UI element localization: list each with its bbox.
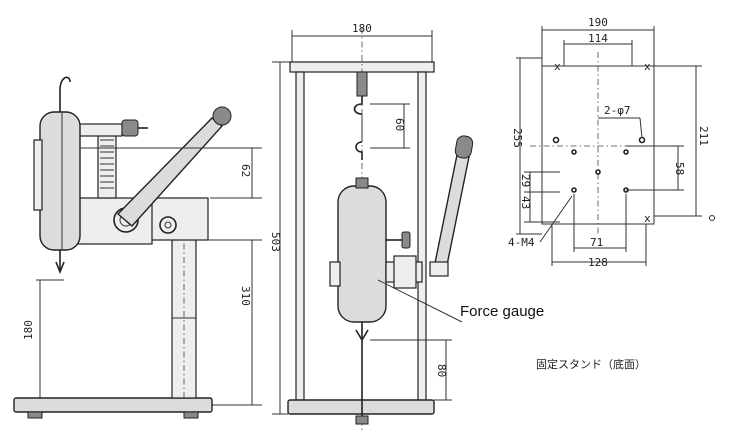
front-base-plate xyxy=(287,399,435,415)
side-base-plate xyxy=(13,397,213,413)
base-dim-190: 190 xyxy=(588,16,608,29)
side-bracket xyxy=(77,123,123,137)
front-dim-503: 503 xyxy=(269,232,282,252)
front-left-post xyxy=(295,71,305,403)
base-plate-outline xyxy=(541,65,655,225)
base-view: 190 114 x x x 2-φ7 255 29 43 xyxy=(508,16,715,371)
side-dim-310: 310 xyxy=(239,286,252,306)
base-dim-71: 71 xyxy=(590,236,603,249)
front-adjust-knob xyxy=(401,231,411,249)
side-force-gauge xyxy=(39,111,81,251)
side-view: 62 310 180 xyxy=(13,76,262,419)
front-right-post xyxy=(417,71,427,403)
base-dim-4-m4: 4-M4 xyxy=(508,236,535,249)
callout-force-gauge: Force gauge xyxy=(460,303,544,320)
side-column-head xyxy=(149,197,209,241)
front-view: 180 60 xyxy=(269,22,544,430)
base-dim-2-phi7: 2-φ7 xyxy=(604,104,631,117)
callout-leader xyxy=(377,279,463,323)
base-dim-43: 43 xyxy=(519,196,532,209)
base-dim-255: 255 xyxy=(511,128,524,148)
front-dim-60: 60 xyxy=(393,118,406,131)
front-force-gauge xyxy=(337,185,387,323)
side-lock-knob xyxy=(121,119,139,137)
front-handle xyxy=(433,149,471,271)
base-dim-128: 128 xyxy=(588,256,608,269)
side-handle-knob xyxy=(212,106,232,126)
base-dim-58: 58 xyxy=(673,162,686,175)
base-dim-211: 211 xyxy=(697,126,710,146)
svg-text:x: x xyxy=(644,60,651,73)
front-dim-80: 80 xyxy=(435,364,448,377)
side-dim-62: 62 xyxy=(239,164,252,177)
base-view-caption: 固定スタンド（底面） xyxy=(536,357,646,371)
svg-text:x: x xyxy=(554,60,561,73)
base-dim-114: 114 xyxy=(588,32,608,45)
side-handle-lever xyxy=(116,117,224,227)
side-dim-180: 180 xyxy=(22,320,35,340)
base-dim-29: 29 xyxy=(519,174,532,187)
front-handle-grip xyxy=(454,135,474,159)
svg-text:x: x xyxy=(644,212,651,225)
